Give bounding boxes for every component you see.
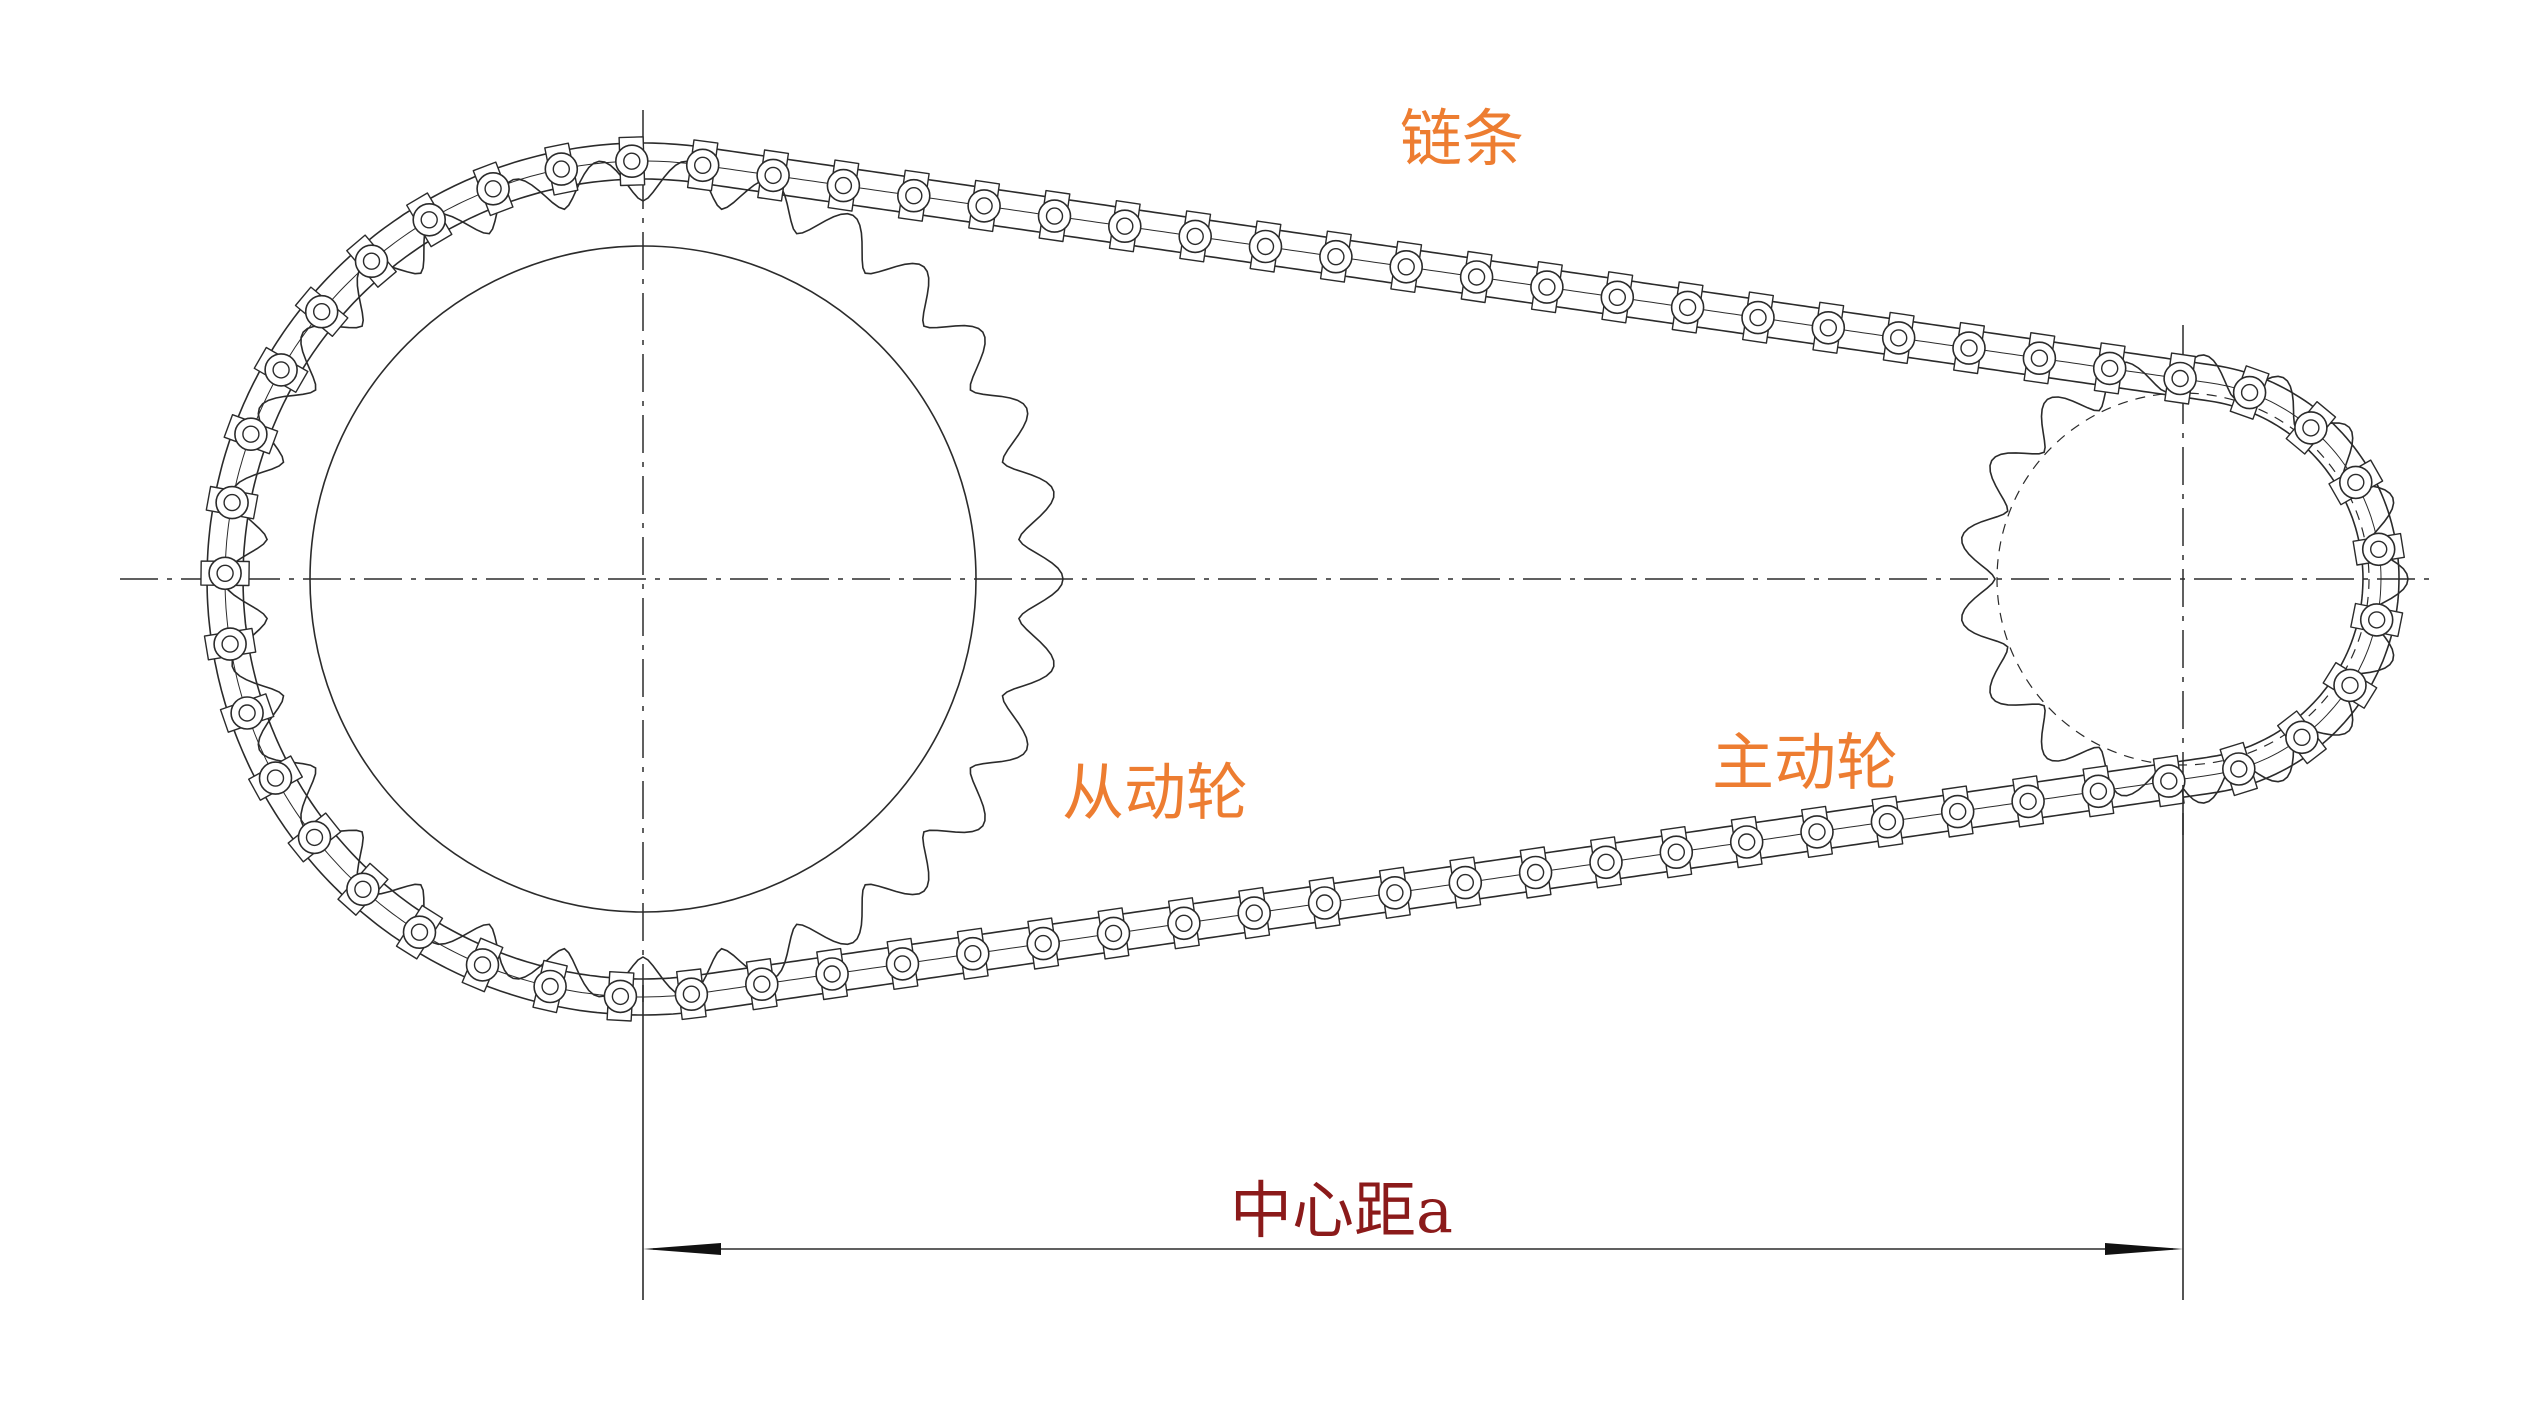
- chain-pin: [1678, 298, 1697, 317]
- chain-pin: [975, 197, 993, 215]
- driving-sprocket-pitch-circle: [1996, 392, 2370, 766]
- chain-pin: [1116, 217, 1134, 235]
- chain-pin: [2341, 676, 2359, 695]
- chain-pin: [1456, 873, 1475, 892]
- chain-pin: [834, 176, 853, 195]
- chain-pin: [2367, 611, 2386, 629]
- chain-pin: [905, 186, 923, 205]
- chain-pin: [611, 987, 630, 1006]
- chain-pin: [305, 828, 324, 847]
- chain-pin: [420, 211, 438, 229]
- chain-pin: [266, 769, 285, 787]
- chain-pin: [2160, 772, 2178, 790]
- chain-pin: [1467, 268, 1486, 286]
- chain-pin: [1608, 288, 1627, 306]
- chain-pin: [354, 880, 372, 898]
- center-distance-dimension: [642, 785, 2184, 1300]
- chain-label: 链条: [1400, 102, 1525, 175]
- chain-pin: [694, 156, 712, 175]
- chain-pin: [272, 361, 290, 379]
- left-arrowhead: [643, 1243, 721, 1255]
- chain-pin: [1175, 914, 1193, 932]
- chain-pin: [1749, 308, 1767, 327]
- chain-pin: [362, 252, 381, 270]
- chain-pin: [238, 704, 256, 722]
- center-lines: [120, 110, 2430, 1010]
- driven-sprocket-hub-circle: [309, 245, 977, 913]
- chain-pin: [1538, 278, 1556, 296]
- chain-pin: [1667, 843, 1686, 861]
- chain-pin: [2171, 369, 2189, 388]
- chain-pin: [1327, 248, 1345, 266]
- chain-pin: [1960, 339, 1978, 357]
- chain-pin: [764, 166, 782, 185]
- chain-pin: [2369, 540, 2388, 558]
- chain-pin: [473, 956, 492, 974]
- chain-pin: [1315, 894, 1334, 912]
- chain-pin: [1808, 823, 1826, 841]
- chain-pin: [216, 564, 234, 582]
- chain-pin: [1948, 802, 1967, 821]
- chain-pin: [1597, 853, 1615, 871]
- chain-pin: [964, 945, 982, 963]
- chain-pin: [2230, 760, 2248, 778]
- chain-pin: [2293, 728, 2311, 746]
- chain-pin: [1526, 863, 1545, 882]
- chain-pin: [1878, 813, 1897, 831]
- roller-chain: [200, 136, 2406, 1022]
- chain-pin: [2240, 383, 2259, 402]
- driving-sprocket: [1960, 354, 2409, 804]
- chain-pin: [682, 985, 701, 1003]
- chain-pin: [484, 180, 502, 198]
- chain-pin: [1737, 833, 1756, 851]
- chain-pin: [223, 493, 241, 512]
- chain-pin: [1256, 237, 1275, 256]
- chain-pin: [1889, 329, 1908, 347]
- chain-pin: [753, 975, 771, 993]
- chain-pin: [1397, 258, 1415, 276]
- chain-pin: [541, 977, 559, 996]
- chain-pin: [2030, 349, 2049, 367]
- chain-pin: [2347, 473, 2365, 492]
- chain-pin: [1819, 319, 1838, 337]
- chain-pin: [1034, 934, 1052, 953]
- chain-pin: [410, 923, 429, 941]
- chain-pin: [221, 635, 239, 653]
- chain-pin: [623, 152, 641, 170]
- chain-pin: [242, 425, 260, 443]
- chain-pin: [1186, 227, 1204, 246]
- chain-pin: [1045, 207, 1064, 225]
- chain-pin: [1104, 924, 1123, 943]
- chain-pin: [2019, 792, 2037, 811]
- chain-pin: [1386, 884, 1404, 902]
- chain-pin: [2089, 782, 2108, 800]
- chain-pin: [893, 955, 912, 973]
- driving-sprocket-label: 主动轮: [1712, 726, 1899, 799]
- chain-pin: [313, 303, 331, 321]
- right-arrowhead: [2105, 1243, 2183, 1255]
- driving-sprocket-teeth: [1960, 354, 2409, 804]
- chain-pin: [2100, 359, 2119, 378]
- center-distance-label: 中心距a: [1230, 1174, 1453, 1247]
- chain-pin: [1245, 904, 1263, 922]
- driven-sprocket-label: 从动轮: [1062, 756, 1249, 829]
- chain-pin: [823, 965, 841, 983]
- chain-pin: [552, 160, 570, 178]
- chain-pin: [2302, 419, 2320, 437]
